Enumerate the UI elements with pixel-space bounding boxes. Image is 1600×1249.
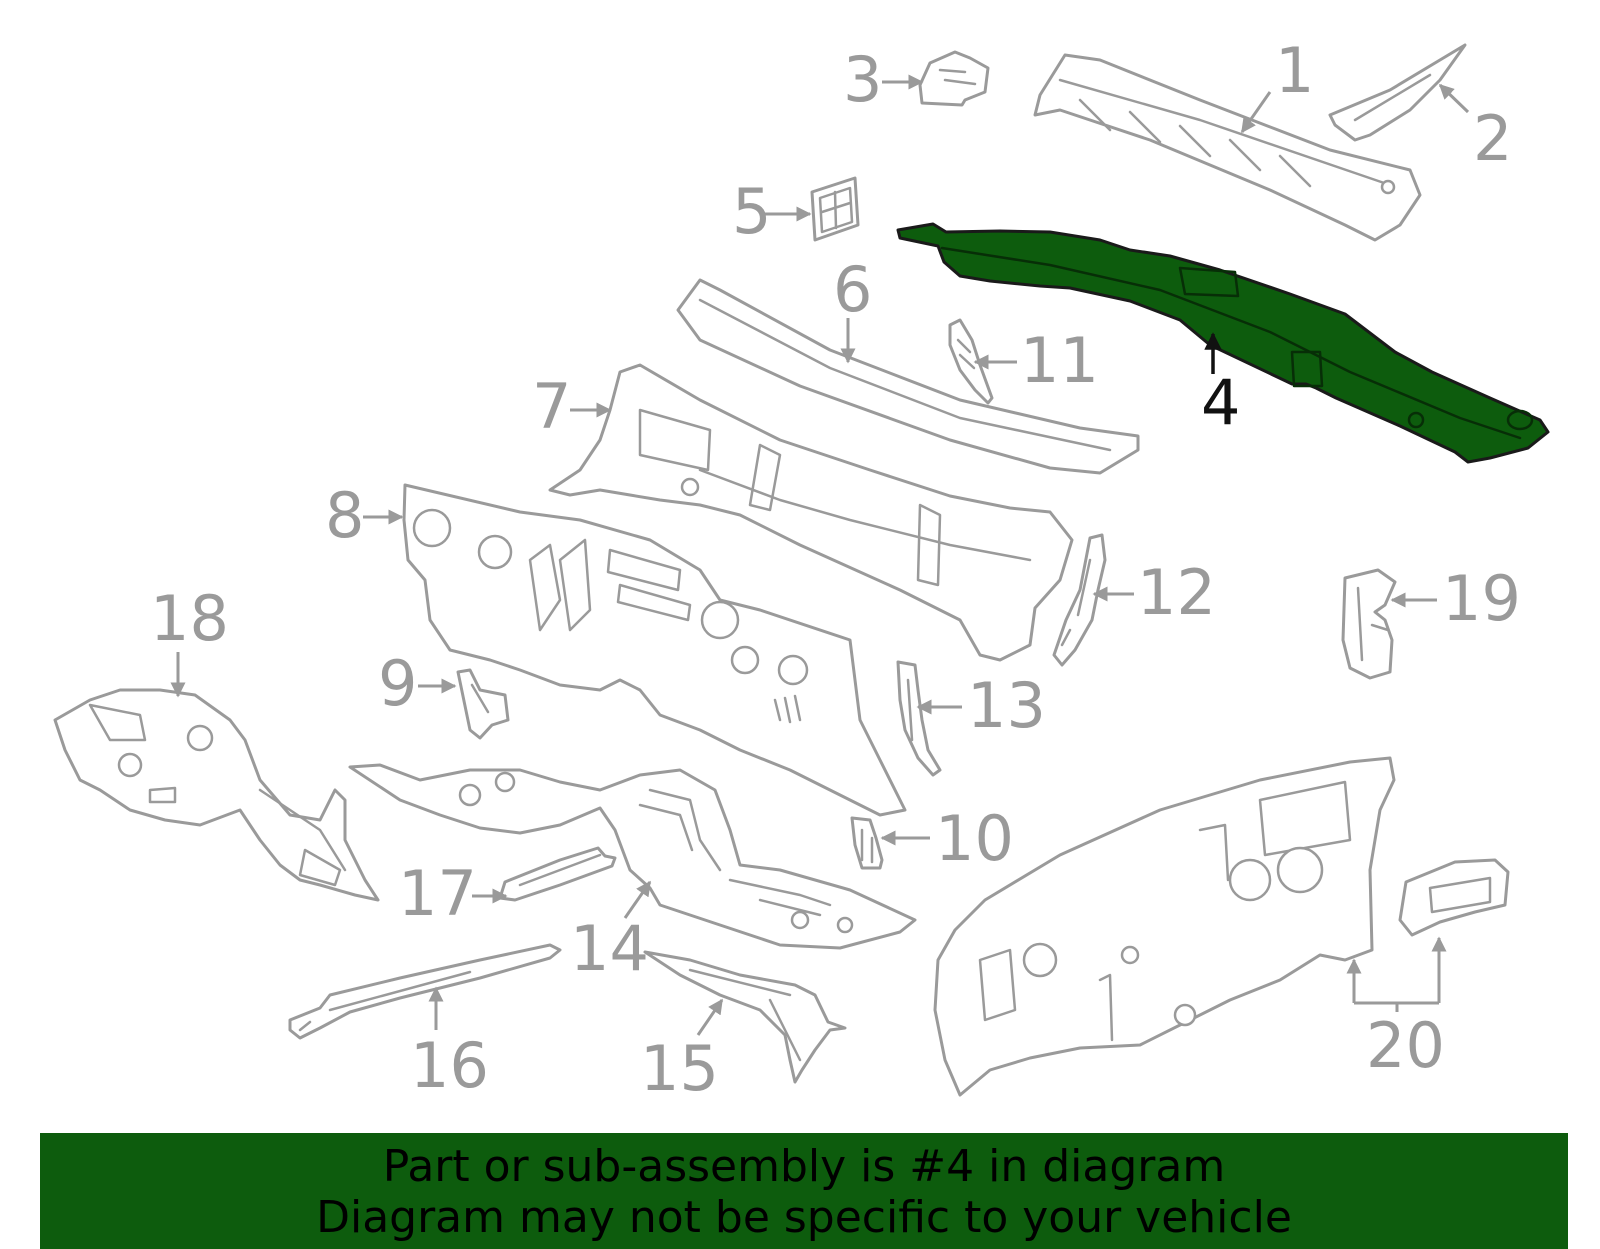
part-15-sill-bracket[interactable] [643,950,847,1084]
part-11-reinforcement[interactable] [948,318,994,405]
part-1-cowl-vent-panel[interactable] [1033,53,1422,242]
part-8-dash-panel[interactable] [402,483,907,817]
part-16-rocker-reinforcement[interactable] [288,943,562,1040]
callout-12[interactable]: 12 [1137,556,1216,629]
callout-18[interactable]: 18 [150,582,229,655]
callout-leaders [170,74,1470,1036]
callout-19[interactable]: 19 [1442,562,1521,635]
callout-9[interactable]: 9 [378,647,417,720]
callout-20[interactable]: 20 [1366,1009,1445,1082]
callout-labels: 1 2 3 4 5 6 7 8 9 10 11 12 13 14 15 16 1… [150,34,1521,1105]
part-4-cowl-upper-panel[interactable] [896,222,1550,464]
callout-17[interactable]: 17 [398,857,477,930]
part-13-pillar-bracket[interactable] [896,660,942,777]
part-14-floor-pan-tunnel[interactable] [348,763,917,950]
callout-1[interactable]: 1 [1275,34,1314,107]
callout-4[interactable]: 4 [1201,366,1240,439]
part-18-wheelhouse-assembly[interactable] [53,688,380,902]
part-6-windshield-frame-panel[interactable] [676,278,1140,475]
part-3-bracket[interactable] [918,50,990,107]
part-2-cowl-end-cap[interactable] [1328,43,1467,142]
part-5-grommet-plate[interactable] [810,176,860,242]
callout-16[interactable]: 16 [410,1029,489,1102]
callout-6[interactable]: 6 [833,253,872,326]
callout-3[interactable]: 3 [843,43,882,116]
callout-13[interactable]: 13 [967,669,1046,742]
callout-2[interactable]: 2 [1473,102,1512,175]
callout-5[interactable]: 5 [732,175,771,248]
part-19-bracket[interactable] [1341,568,1397,680]
callout-7[interactable]: 7 [532,370,571,443]
callout-14[interactable]: 14 [570,912,649,985]
callout-8[interactable]: 8 [325,479,364,552]
callout-10[interactable]: 10 [935,802,1014,875]
callout-11[interactable]: 11 [1020,324,1099,397]
part-20-dash-panel-assembly[interactable] [933,756,1510,1097]
banner-line-disclaimer: Diagram may not be specific to your vehi… [316,1192,1292,1243]
info-banner: Part or sub-assembly is #4 in diagram Di… [40,1133,1568,1249]
banner-line-part: Part or sub-assembly is #4 in diagram [382,1141,1226,1192]
part-12-side-reinforcement[interactable] [1052,533,1107,667]
part-10-bracket[interactable] [850,816,884,870]
callout-15[interactable]: 15 [640,1032,719,1105]
part-7-dash-upper-panel[interactable] [548,363,1074,662]
part-9-bracket[interactable] [456,668,510,740]
part-17-crossmember[interactable] [498,846,617,902]
